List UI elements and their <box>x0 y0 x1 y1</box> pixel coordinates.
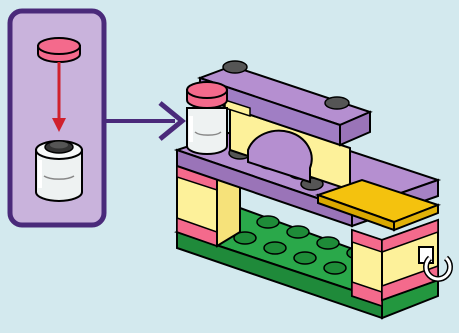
pink-trans-round-part <box>186 81 228 155</box>
lego-bed-model-icon <box>173 60 453 320</box>
callout-box <box>7 8 107 228</box>
gold-tile <box>314 178 441 232</box>
arch-cutout <box>247 129 313 184</box>
down-arrow-icon <box>52 62 66 132</box>
clear-round-brick-icon <box>35 140 83 202</box>
pink-round-plate-icon <box>37 37 81 63</box>
green-studs <box>233 215 370 275</box>
white-clip <box>418 246 453 282</box>
lilac-arch-top <box>197 60 373 147</box>
right-arrow-icon <box>104 101 186 141</box>
